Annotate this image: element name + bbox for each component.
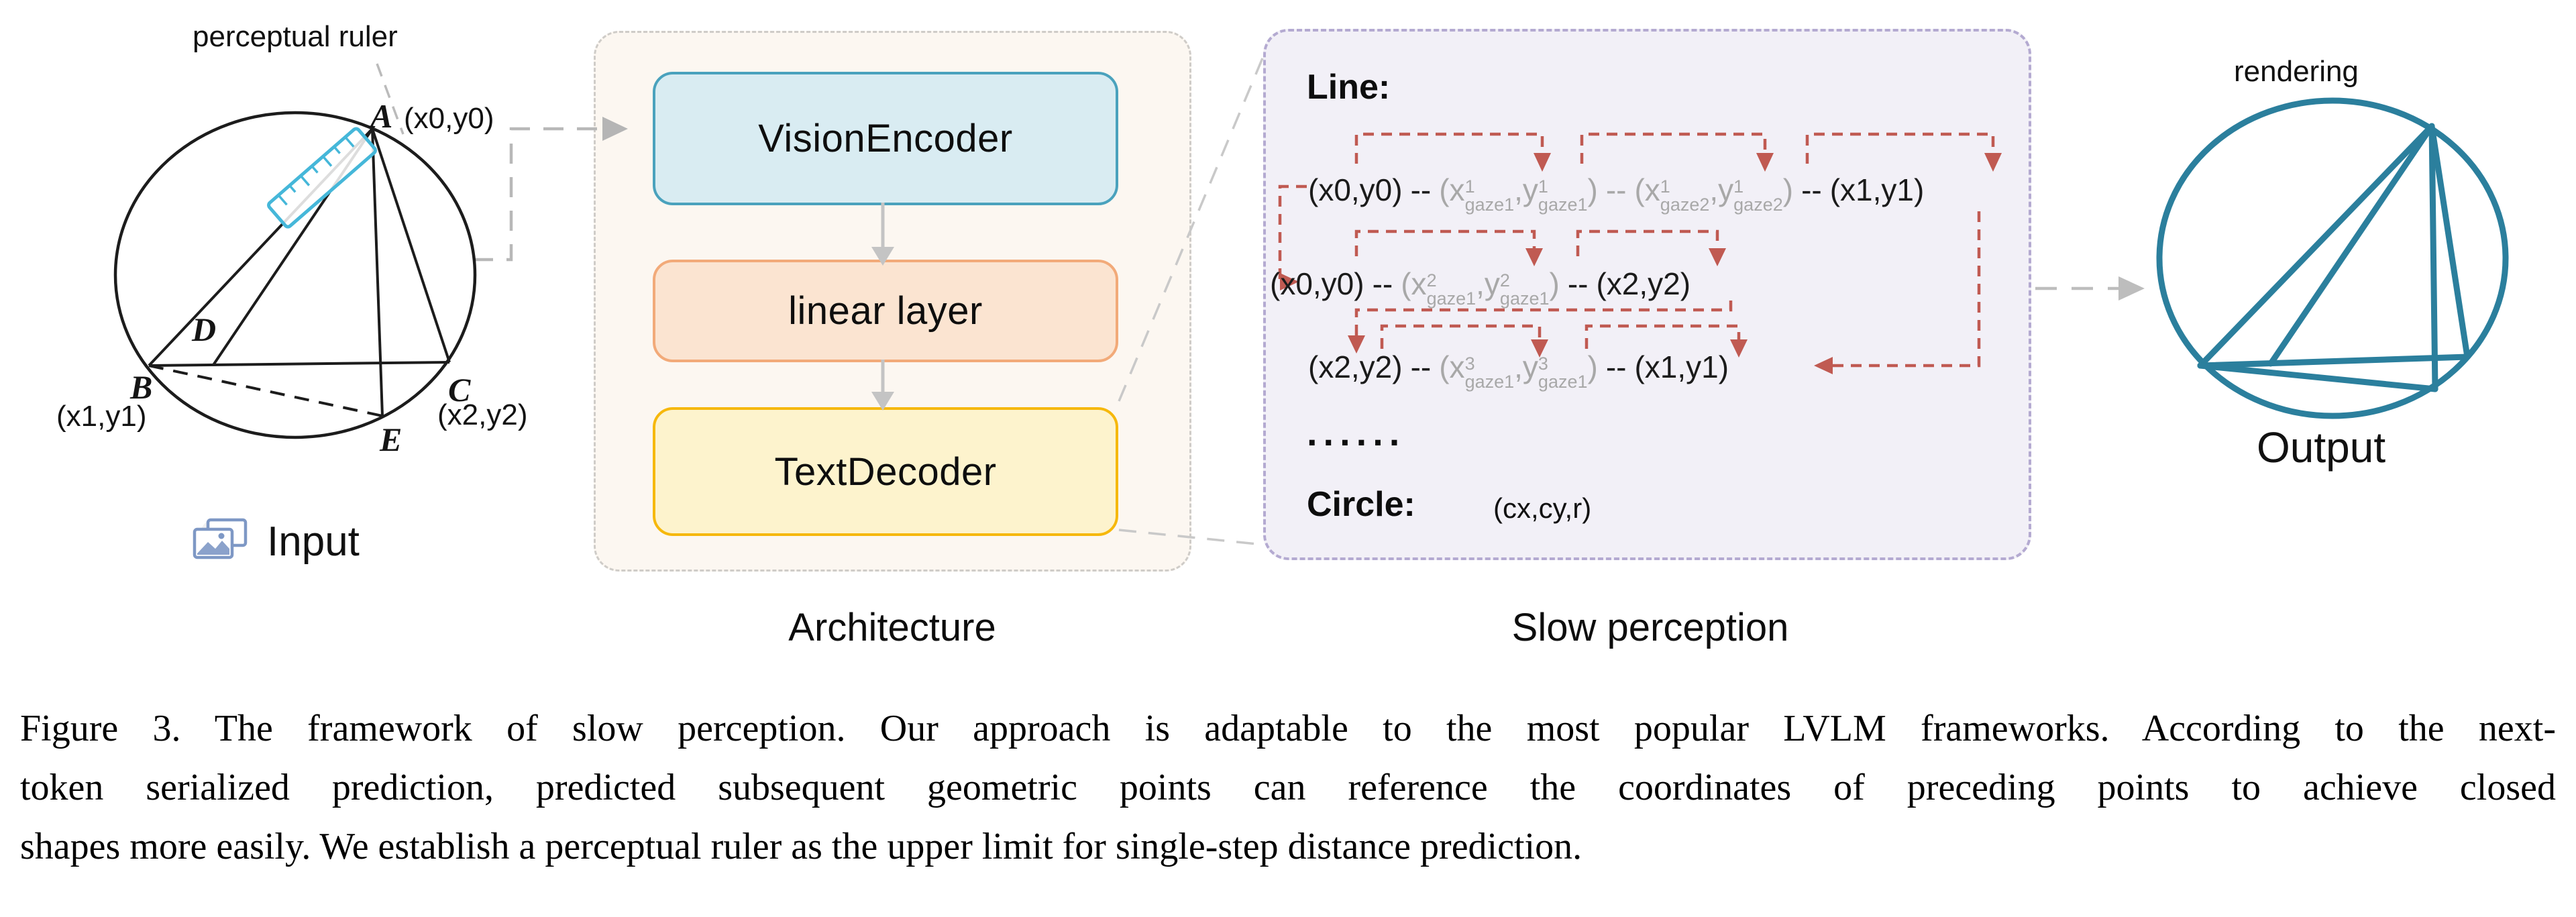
input-label: Input (267, 519, 360, 565)
linear-layer-label: linear layer (788, 289, 983, 333)
architecture-title: Architecture (788, 606, 996, 649)
row2-end: (x2,y2) (1596, 266, 1691, 301)
perceptual-ruler-label: perceptual ruler (193, 20, 398, 53)
point-d-label: D (192, 311, 217, 348)
ruler-icon (267, 127, 377, 229)
caption-line-1: Figure 3. The framework of slow percepti… (20, 708, 2556, 749)
line-heading: Line: (1307, 68, 1391, 107)
point-a-coord: (x0,y0) (404, 102, 494, 135)
row3-end: (x1,y1) (1634, 349, 1729, 384)
point-c-coord: (x2,y2) (437, 398, 528, 431)
point-b-label: B (130, 368, 153, 406)
linear-layer-box: linear layer (653, 260, 1118, 362)
row3-sep2: -- (1605, 349, 1627, 384)
row1-sep1: -- (1410, 172, 1432, 207)
images-icon (193, 518, 248, 559)
output-label: Output (2257, 423, 2386, 472)
row2-sep2: -- (1567, 266, 1589, 301)
circle-heading: Circle: (1307, 485, 1415, 524)
row1-start: (x0,y0) (1308, 172, 1403, 207)
input-figure (113, 111, 477, 439)
text-decoder-box: TextDecoder (653, 407, 1118, 536)
row2-sep1: -- (1372, 266, 1393, 301)
figure-caption: Figure 3. The framework of slow percepti… (20, 699, 2556, 876)
caption-line-2: token serialized prediction, predicted s… (20, 767, 2556, 808)
row1-sep3: -- (1801, 172, 1822, 207)
circle-value: (cx,cy,r) (1493, 492, 1592, 524)
ellipsis-dots: ...... (1307, 411, 1406, 453)
row1-sep2: -- (1605, 172, 1627, 207)
rendering-label: rendering (2234, 55, 2359, 88)
slow-perception-title: Slow perception (1511, 606, 1789, 649)
point-e-label: E (380, 421, 402, 458)
row3-start: (x2,y2) (1308, 349, 1403, 384)
row2-start: (x0,y0) (1270, 266, 1364, 301)
panel-to-output-arrow (2035, 276, 2145, 301)
row1-end: (x1,y1) (1829, 172, 1925, 207)
text-decoder-label: TextDecoder (774, 449, 997, 494)
output-figure (2156, 97, 2509, 419)
point-a-label: A (370, 97, 393, 135)
vision-encoder-box: VisionEncoder (653, 72, 1118, 205)
point-b-coord: (x1,y1) (56, 400, 147, 433)
vision-encoder-label: VisionEncoder (758, 117, 1013, 160)
point-c-label: C (448, 371, 471, 409)
caption-line-3: shapes more easily. We establish a perce… (20, 826, 1582, 867)
row3-sep1: -- (1410, 349, 1432, 384)
